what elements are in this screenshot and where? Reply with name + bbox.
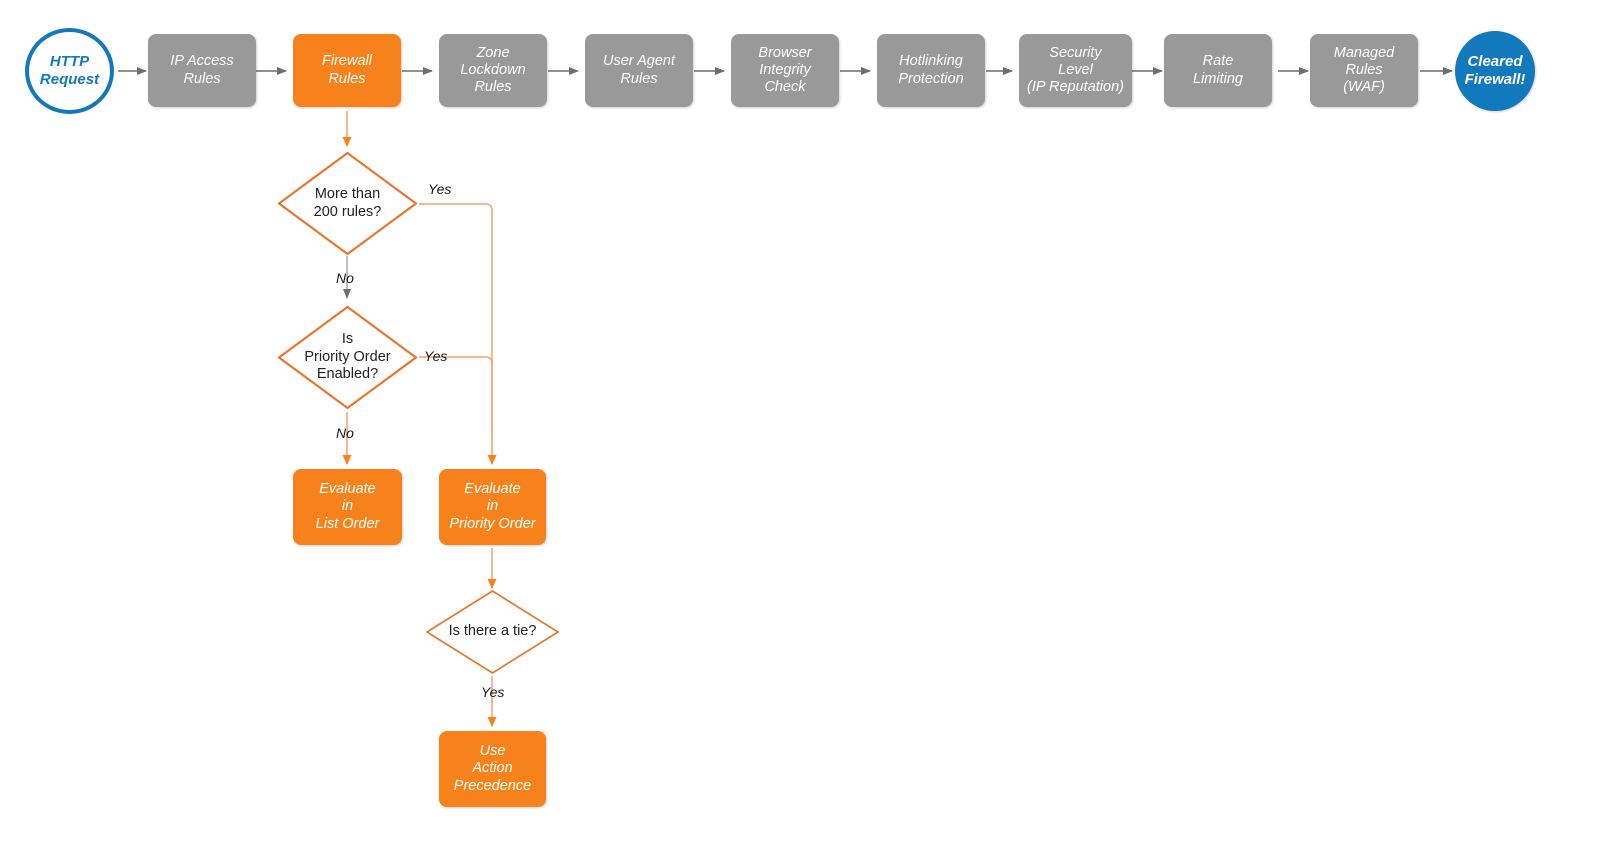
node-rate-limiting-line1: Rate (1202, 53, 1234, 70)
node-evaluate-in-list-order-line3: List Order (315, 515, 380, 532)
node-http-request-line1: HTTP (49, 53, 90, 71)
decision-is-there-a-tie[interactable]: Is there a tie? (425, 589, 560, 675)
node-security-level-line1: Security (1049, 44, 1102, 61)
node-use-action-precedence-line3: Precedence (453, 777, 532, 794)
node-ip-access-rules[interactable]: IP Access Rules (148, 34, 256, 107)
node-browser-integrity-check-line3: Check (764, 79, 806, 96)
node-managed-rules-waf-line1: Managed (1333, 44, 1395, 61)
node-zone-lockdown-rules-line1: Zone (476, 44, 510, 61)
edge-label-d1-no: No (336, 270, 354, 286)
node-hotlinking-protection-line1: Hotlinking (899, 53, 963, 70)
node-use-action-precedence[interactable]: Use Action Precedence (439, 731, 546, 807)
node-cleared-firewall-line2: Firewall! (1464, 71, 1526, 88)
node-managed-rules-waf-line3: (WAF) (1343, 79, 1385, 96)
node-rate-limiting-line2: Limiting (1193, 70, 1243, 87)
node-firewall-rules[interactable]: Firewall Rules (293, 34, 401, 107)
decision-more-than-200-rules[interactable]: More than 200 rules? (277, 151, 418, 256)
node-evaluate-in-list-order-line1: Evaluate (319, 481, 376, 498)
node-evaluate-in-list-order-line2: in (341, 498, 354, 515)
node-user-agent-rules-line1: User Agent (603, 53, 675, 70)
node-firewall-rules-line1: Firewall (322, 53, 372, 70)
node-evaluate-in-priority-order-line3: Priority Order (449, 515, 536, 532)
node-browser-integrity-check-line2: Integrity (759, 61, 811, 78)
node-evaluate-in-priority-order-line2: in (486, 498, 499, 515)
node-evaluate-in-list-order[interactable]: Evaluate in List Order (293, 469, 402, 545)
node-security-level-line3: (IP Reputation) (1027, 79, 1124, 96)
node-user-agent-rules[interactable]: User Agent Rules (585, 34, 693, 107)
edge-label-d3-yes: Yes (481, 684, 505, 700)
node-browser-integrity-check-line1: Browser (758, 44, 812, 61)
edge-label-d2-yes: Yes (424, 348, 448, 364)
node-hotlinking-protection[interactable]: Hotlinking Protection (877, 34, 985, 107)
node-http-request-line2: Request (39, 71, 100, 88)
node-evaluate-in-priority-order-line1: Evaluate (464, 481, 521, 498)
node-zone-lockdown-rules-line3: Rules (474, 79, 512, 96)
node-cleared-firewall-line1: Cleared (1467, 53, 1523, 71)
edge-label-d2-no: No (336, 425, 354, 441)
node-managed-rules-waf-line2: Rules (1345, 61, 1383, 78)
node-browser-integrity-check[interactable]: Browser Integrity Check (731, 34, 839, 107)
node-security-level[interactable]: Security Level (IP Reputation) (1019, 34, 1132, 107)
node-user-agent-rules-line2: Rules (620, 70, 658, 87)
node-ip-access-rules-line2: Rules (183, 70, 221, 87)
node-firewall-rules-line2: Rules (328, 70, 366, 87)
node-rate-limiting[interactable]: Rate Limiting (1164, 34, 1272, 107)
node-http-request[interactable]: HTTP Request (25, 28, 114, 114)
node-ip-access-rules-line1: IP Access (170, 53, 234, 70)
node-evaluate-in-priority-order[interactable]: Evaluate in Priority Order (439, 469, 546, 545)
node-managed-rules-waf[interactable]: Managed Rules (WAF) (1310, 34, 1418, 107)
node-zone-lockdown-rules[interactable]: Zone Lockdown Rules (439, 34, 547, 107)
decision-is-priority-order-enabled[interactable]: Is Priority Order Enabled? (277, 305, 418, 410)
node-zone-lockdown-rules-line2: Lockdown (460, 61, 526, 78)
node-use-action-precedence-line2: Action (472, 760, 513, 777)
edge-label-d1-yes: Yes (428, 181, 452, 197)
node-use-action-precedence-line1: Use (479, 743, 506, 760)
node-cleared-firewall[interactable]: Cleared Firewall! (1455, 31, 1535, 111)
node-hotlinking-protection-line2: Protection (898, 70, 964, 87)
node-security-level-line2: Level (1058, 61, 1093, 78)
